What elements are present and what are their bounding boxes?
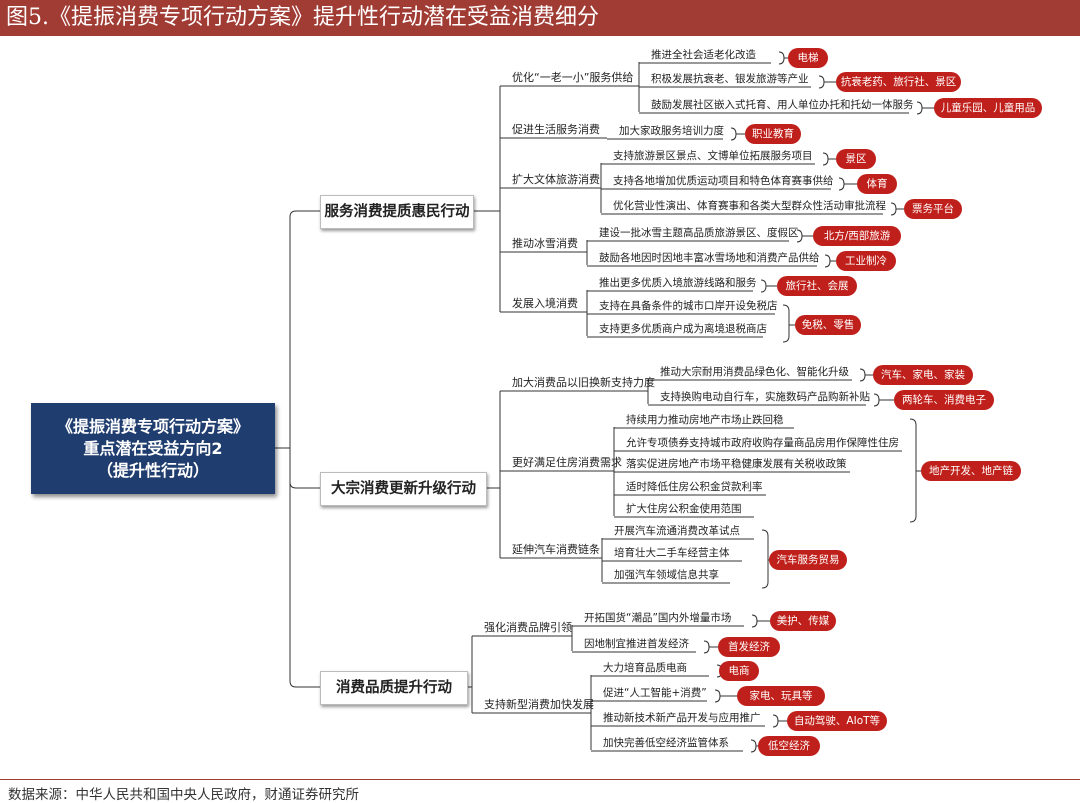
tag-bracket	[714, 689, 721, 703]
tag-bracket	[909, 418, 917, 523]
item-label: 推出更多优质入境旅游线路和服务	[599, 277, 757, 289]
item-label: 建设一批冰雪主题高品质旅游景区、度假区	[599, 227, 799, 239]
item-label: 支持更多优质商户成为离境退税商店	[599, 323, 767, 335]
group-label: 促进生活服务消费	[512, 123, 600, 136]
group-label: 支持新型消费加快发展	[484, 698, 594, 711]
group-label: 扩大文体旅游消费	[512, 173, 600, 186]
item-label: 积极发展抗衰老、银发旅游等产业	[651, 73, 809, 85]
benefit-tag: 首发经济	[718, 637, 780, 657]
item-label: 因地制宜推进首发经济	[584, 638, 689, 650]
tag-bracket	[890, 202, 897, 216]
benefit-tag: 两轮车、消费电子	[894, 390, 994, 410]
tag-bracket	[750, 739, 757, 753]
item-label: 推动大宗耐用消费品绿色化、智能化升级	[660, 366, 849, 378]
footer-divider	[0, 779, 1080, 780]
item-label: 大力培育品质电商	[603, 662, 687, 674]
item-label: 支持在具备条件的城市口岸开设免税店	[599, 300, 778, 312]
item-label: 推动新技术新产品开发与应用推广	[603, 712, 761, 724]
benefit-tag: 电梯	[788, 48, 828, 68]
group-label: 强化消费品牌引领	[484, 621, 572, 634]
tag-bracket	[824, 254, 831, 268]
group-label: 推动冰雪消费	[512, 237, 578, 250]
benefit-tag: 抗衰老药、旅行社、景区	[836, 72, 961, 92]
tag-bracket	[760, 279, 767, 293]
item-label: 允许专项债券支持城市政府收购存量商品房用作保障性住房	[626, 437, 899, 449]
benefit-tag: 票务平台	[904, 199, 962, 219]
root-node: 《提振消费专项行动方案》 重点潜在受益方向2 （提升性行动）	[31, 403, 275, 494]
tag-bracket	[703, 640, 710, 654]
trunk-elbow	[289, 680, 297, 688]
item-label: 促进“人工智能+消费”	[603, 687, 707, 699]
group-label: 延伸汽车消费链条	[512, 543, 600, 556]
item-label: 培育壮大二手车经营主体	[614, 547, 730, 559]
benefit-tag: 自动驾驶、AIoT等	[787, 711, 887, 731]
item-label: 鼓励发展社区嵌入式托育、用人单位办托和托幼一体服务	[651, 99, 914, 111]
benefit-tag: 电商	[719, 661, 759, 681]
branch-node: 服务消费提质惠民行动	[320, 195, 474, 229]
benefit-tag: 汽车服务贸易	[769, 550, 847, 570]
item-label: 推进全社会适老化改造	[651, 49, 756, 61]
tag-bracket	[859, 368, 866, 382]
item-label: 支持换购电动自行车，实施数码产品购新补贴	[660, 391, 870, 403]
root-line-3: （提升性行动）	[96, 460, 209, 480]
benefit-tag: 汽车、家电、家装	[873, 365, 973, 385]
group-label: 发展入境消费	[512, 297, 578, 310]
benefit-tag: 低空经济	[758, 736, 820, 756]
item-label: 开拓国货“潮品”国内外增量市场	[584, 612, 732, 624]
root-line-2: 重点潜在受益方向2	[83, 438, 223, 458]
group-label: 更好满足住房消费需求	[512, 456, 622, 469]
trunk-elbow	[289, 210, 297, 218]
item-label: 加大家政服务培训力度	[619, 125, 724, 137]
root-line-1: 《提振消费专项行动方案》	[56, 416, 249, 436]
benefit-tag: 职业教育	[745, 124, 801, 144]
benefit-tag: 地产开发、地产链	[921, 461, 1021, 481]
tag-bracket	[838, 177, 845, 191]
benefit-tag: 旅行社、会展	[777, 276, 857, 296]
tag-bracket	[772, 714, 779, 728]
branch-node: 大宗消费更新升级行动	[320, 472, 487, 506]
trunk-elbow	[289, 481, 297, 489]
item-label: 加快完善低空经济监管体系	[603, 737, 729, 749]
tag-bracket	[818, 75, 825, 89]
item-label: 持续用力推动房地产市场止跌回稳	[626, 414, 784, 426]
tag-bracket	[873, 393, 880, 407]
item-label: 加强汽车领域信息共享	[614, 569, 719, 581]
tag-bracket	[916, 101, 923, 115]
benefit-tag: 景区	[836, 149, 876, 169]
branch-node: 消费品质提升行动	[320, 671, 468, 705]
tag-bracket	[751, 614, 758, 628]
benefit-tag: 北方/西部旅游	[813, 226, 901, 246]
tag-bracket	[822, 152, 829, 166]
benefit-tag: 免税、零售	[795, 315, 861, 335]
item-label: 落实促进房地产市场平稳健康发展有关税收政策	[626, 458, 847, 470]
benefit-tag: 体育	[857, 174, 897, 194]
item-label: 支持旅游景区景点、文博单位拓展服务项目	[613, 150, 813, 162]
benefit-tag: 儿童乐园、儿童用品	[934, 98, 1042, 118]
group-label: 加大消费品以旧换新支持力度	[512, 376, 655, 389]
tag-bracket	[761, 529, 769, 589]
figure-title: 图5.《提振消费专项行动方案》提升性行动潜在受益消费细分	[0, 0, 1080, 36]
item-label: 扩大住房公积金使用范围	[626, 503, 742, 515]
tag-bracket	[782, 304, 790, 343]
item-label: 支持各地增加优质运动项目和特色体育赛事供给	[613, 175, 834, 187]
item-label: 鼓励各地因时因地丰富冰雪场地和消费产品供给	[599, 252, 820, 264]
tag-bracket	[730, 127, 737, 141]
group-label: 优化“一老一小”服务供给	[512, 71, 634, 84]
benefit-tag: 家电、玩具等	[737, 686, 825, 706]
item-label: 优化营业性演出、体育赛事和各类大型群众性活动审批流程	[613, 200, 886, 212]
item-label: 开展汽车流通消费改革试点	[614, 525, 740, 537]
tag-bracket	[778, 51, 785, 65]
item-label: 适时降低住房公积金贷款利率	[626, 481, 763, 493]
benefit-tag: 工业制冷	[836, 251, 896, 271]
benefit-tag: 美护、传媒	[770, 611, 836, 631]
source-note: 数据来源：中华人民共和国中央人民政府，财通证券研究所	[8, 787, 359, 803]
